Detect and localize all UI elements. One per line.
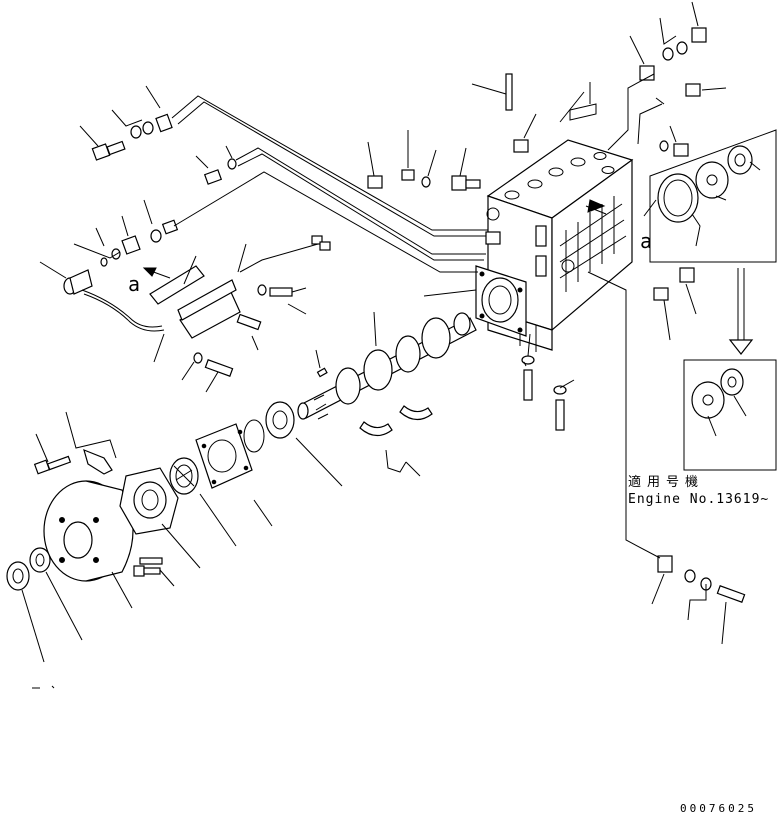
fittings-right-lower xyxy=(587,267,746,603)
fuel-lines xyxy=(171,95,488,273)
governor-group-box-new xyxy=(683,359,777,471)
direction-arrow xyxy=(728,268,754,355)
gear-plate xyxy=(265,401,295,439)
camshaft xyxy=(297,312,477,420)
snap-ring xyxy=(243,419,265,453)
bearing-halves xyxy=(359,405,433,437)
fittings-left-middle xyxy=(139,284,293,565)
fittings-under-pump xyxy=(521,355,567,431)
fittings-top-right xyxy=(607,27,707,157)
injection-pump-body xyxy=(475,139,634,352)
sensor xyxy=(63,269,165,332)
leader-lines xyxy=(21,1,761,689)
fittings-mid-top xyxy=(367,73,597,191)
wire-harness xyxy=(239,235,331,273)
applicable-engine-number: Engine No.13619~ xyxy=(628,492,769,507)
bearing-race xyxy=(169,457,199,495)
view-marker-a-left: a xyxy=(128,272,140,296)
woodruff-key xyxy=(316,367,328,378)
view-arrow-left xyxy=(142,267,171,279)
cover-plate xyxy=(195,423,253,489)
lever xyxy=(83,448,113,475)
drive-flange xyxy=(119,467,179,535)
document-number: 00076025 xyxy=(680,802,757,815)
coupling-hub xyxy=(43,480,134,582)
bolt-left xyxy=(33,455,72,475)
fittings-top-left xyxy=(91,113,237,267)
view-arrow-right xyxy=(585,199,607,215)
nut-and-washer xyxy=(6,547,51,591)
governor-group-box xyxy=(649,129,777,263)
view-marker-a-right: a xyxy=(640,229,652,253)
applicable-models-title: 適用号機 xyxy=(628,474,704,490)
cap-screw xyxy=(133,565,161,577)
solenoid-bracket xyxy=(149,265,241,339)
